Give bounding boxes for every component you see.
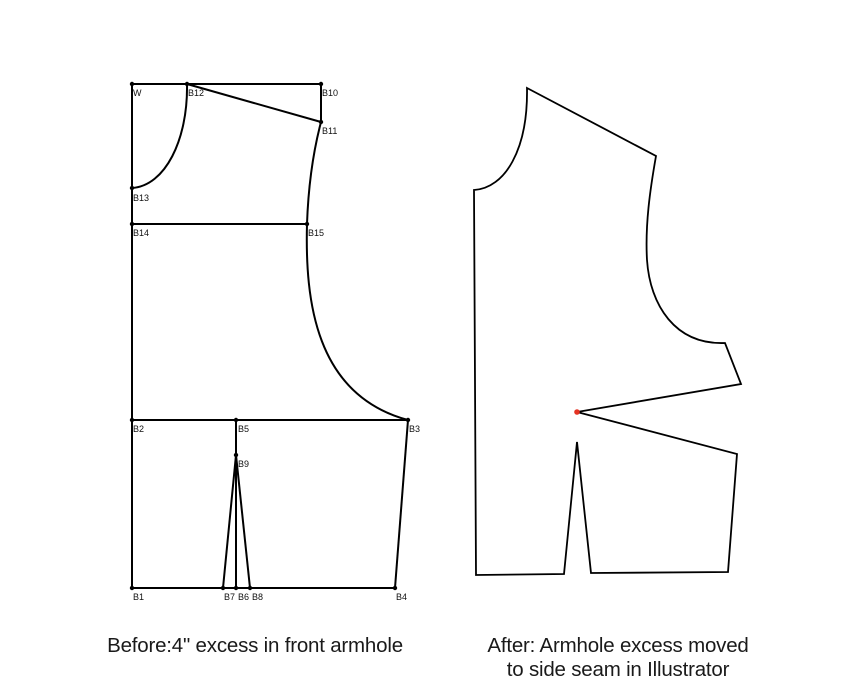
before-caption: Before:4" excess in front armhole	[107, 634, 403, 657]
after-caption-line2: to side seam in Illustrator	[506, 658, 730, 681]
label-b14: B14	[133, 228, 149, 238]
before-points	[129, 81, 411, 591]
shoulder-line	[186, 83, 322, 123]
label-b13: B13	[133, 193, 149, 203]
label-b9: B9	[238, 459, 249, 469]
neckline-curve	[131, 83, 189, 189]
label-b5: B5	[238, 424, 249, 434]
pivot-point	[574, 409, 580, 415]
dart-leg-left	[222, 454, 237, 589]
label-b6: B6	[238, 592, 249, 602]
label-b8: B8	[252, 592, 263, 602]
before-pattern	[131, 83, 409, 589]
dart-leg-right	[235, 454, 251, 589]
label-b11: B11	[322, 126, 337, 136]
label-b7: B7	[224, 592, 235, 602]
label-b1: B1	[133, 592, 144, 602]
label-b15: B15	[308, 228, 324, 238]
after-caption: After: Armhole excess moved to side seam…	[448, 634, 788, 682]
label-w: W	[133, 88, 142, 98]
label-b10: B10	[322, 88, 338, 98]
after-pattern-outline	[473, 86, 743, 576]
label-b3: B3	[409, 424, 420, 434]
label-b4: B4	[396, 592, 407, 602]
armhole-curve	[305, 121, 409, 421]
side-seam-line	[394, 419, 409, 589]
label-b2: B2	[133, 424, 144, 434]
after-caption-line1: After: Armhole excess moved	[487, 634, 749, 657]
before-labels: W B12 B10 B11 B13 B14 B15 B2 B5 B3 B9 B1…	[133, 88, 420, 602]
label-b12: B12	[188, 88, 204, 98]
